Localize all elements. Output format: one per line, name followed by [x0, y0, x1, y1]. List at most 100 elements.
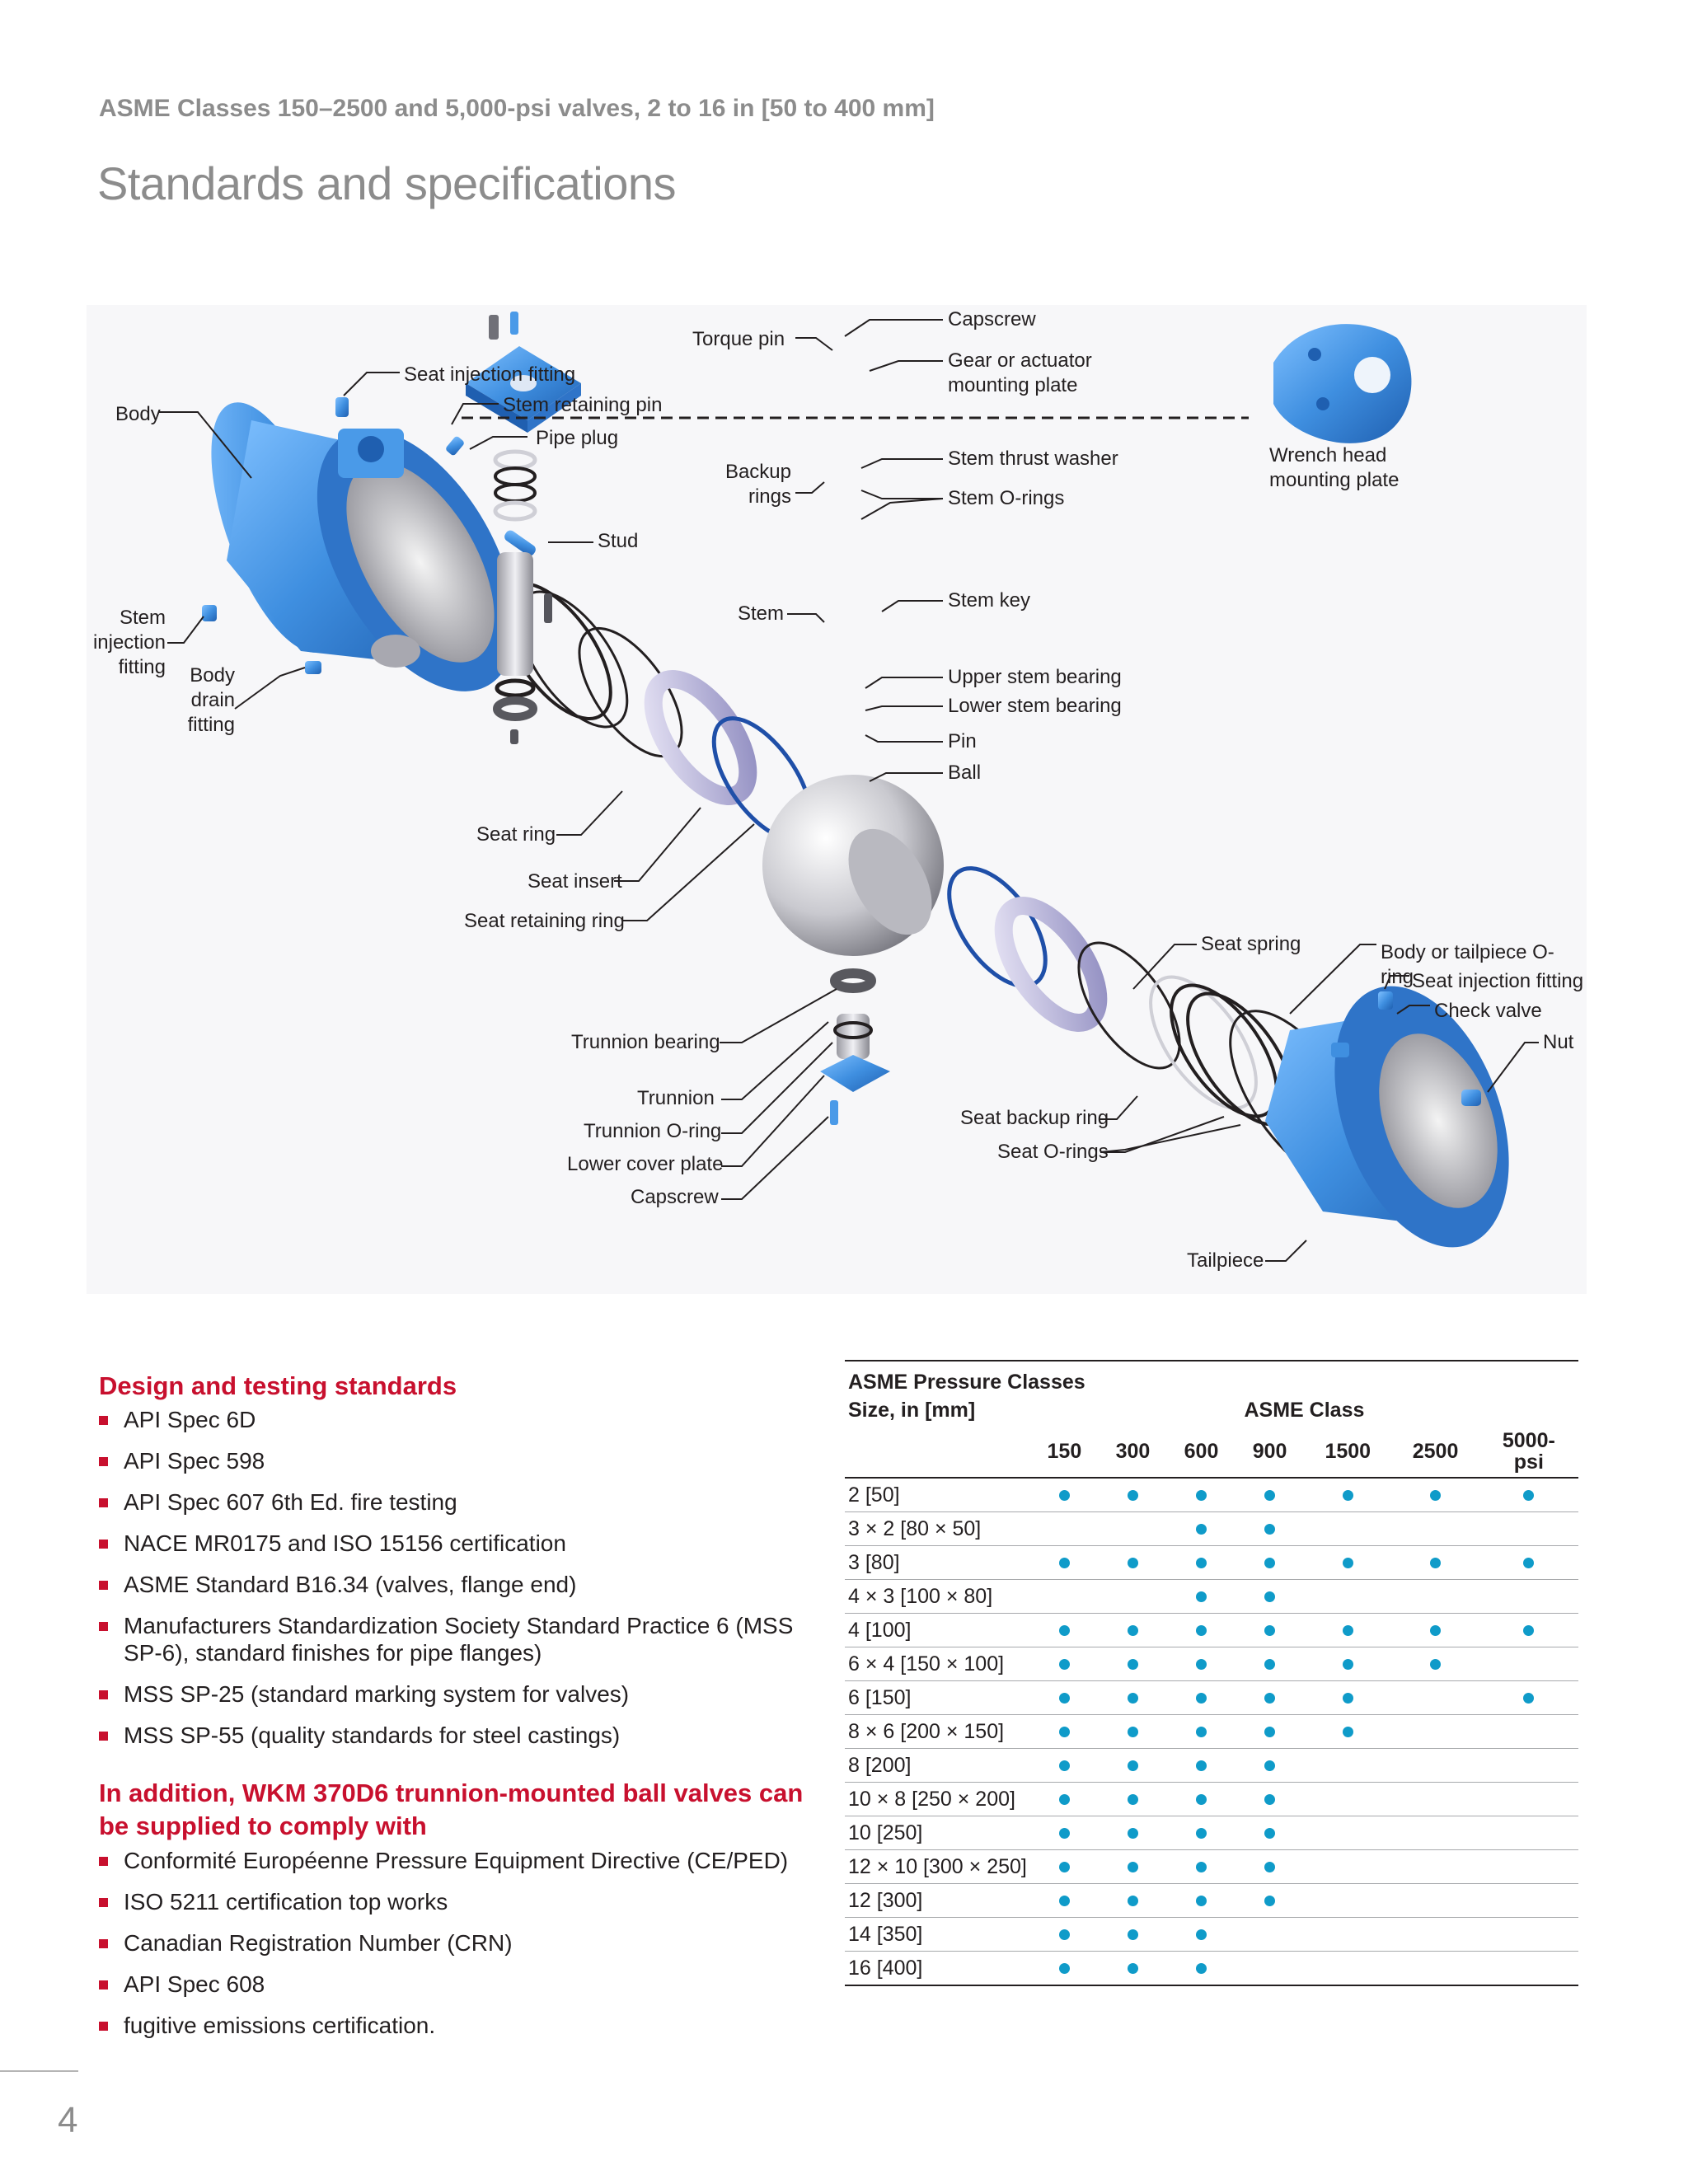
- available-dot-icon: [1342, 1659, 1353, 1671]
- wrench-head-plate: [1273, 324, 1412, 443]
- availability-cell: [1236, 1951, 1305, 1986]
- availability-cell: [1479, 1511, 1578, 1546]
- availability-cell: [1479, 1545, 1578, 1580]
- valve-body: [211, 402, 516, 691]
- label-ball: Ball: [948, 762, 982, 784]
- available-dot-icon: [1430, 1625, 1442, 1637]
- class-col-header: 900: [1252, 1440, 1287, 1463]
- label-check-valve: Check valve: [1434, 1000, 1542, 1022]
- available-dot-icon: [1058, 1625, 1070, 1637]
- availability-cell: [1479, 1816, 1578, 1850]
- availability-cell: [1304, 1714, 1392, 1749]
- available-dot-icon: [1058, 1693, 1070, 1704]
- available-dot-icon: [1264, 1693, 1276, 1704]
- available-dot-icon: [1127, 1929, 1138, 1941]
- availability-cell: [1098, 1816, 1167, 1850]
- available-dot-icon: [1058, 1760, 1070, 1772]
- available-dot-icon: [1196, 1727, 1207, 1738]
- availability-cell: [1098, 1782, 1167, 1816]
- available-dot-icon: [1058, 1828, 1070, 1840]
- availability-cell: [1166, 1951, 1236, 1986]
- available-dot-icon: [1430, 1490, 1442, 1502]
- size-cell: 10 [250]: [845, 1816, 1030, 1850]
- availability-cell: [1391, 1748, 1479, 1783]
- label-seat-orings: Seat O-rings: [997, 1141, 1109, 1163]
- availability-cell: [1391, 1579, 1479, 1614]
- bullet-square-icon: [99, 1581, 108, 1590]
- label-capscrew-bottom: Capscrew: [631, 1186, 719, 1208]
- available-dot-icon: [1058, 1727, 1070, 1738]
- available-dot-icon: [1196, 1963, 1207, 1975]
- label-stem-injection-fitting: Stem injection fitting: [92, 607, 166, 678]
- available-dot-icon: [1264, 1524, 1276, 1535]
- availability-cell: [1166, 1748, 1236, 1783]
- class-col-header: 2500: [1412, 1440, 1459, 1463]
- compliance-item-text: Canadian Registration Number (CRN): [124, 1930, 513, 1956]
- availability-cell: [1391, 1782, 1479, 1816]
- availability-cell: [1391, 1849, 1479, 1884]
- class-col-header: 600: [1184, 1440, 1219, 1463]
- class-header: ASME Class: [1244, 1398, 1365, 1422]
- available-dot-icon: [1523, 1558, 1535, 1569]
- design-standard-item: MSS SP-55 (quality standards for steel c…: [99, 1722, 824, 1749]
- availability-cell: [1166, 1545, 1236, 1580]
- available-dot-icon: [1058, 1659, 1070, 1671]
- availability-cell: [1029, 1883, 1099, 1918]
- availability-cell: [1098, 1883, 1167, 1918]
- available-dot-icon: [1127, 1794, 1138, 1806]
- label-lower-cover-plate: Lower cover plate: [567, 1153, 724, 1175]
- table-row: 8 × 6 [200 × 150]: [845, 1714, 1578, 1749]
- available-dot-icon: [1196, 1659, 1207, 1671]
- available-dot-icon: [1127, 1828, 1138, 1840]
- availability-cell: [1236, 1748, 1305, 1783]
- label-stem-orings: Stem O-rings: [948, 487, 1065, 509]
- nut-icon: [1461, 1090, 1481, 1106]
- available-dot-icon: [1264, 1896, 1276, 1907]
- size-cell: 8 [200]: [845, 1748, 1030, 1783]
- stem-assembly: [466, 312, 581, 744]
- availability-cell: [1304, 1579, 1392, 1614]
- availability-cell: [1029, 1714, 1099, 1749]
- availability-cell: [1391, 1478, 1479, 1512]
- available-dot-icon: [1264, 1490, 1276, 1502]
- class-col-header: 1500: [1325, 1440, 1372, 1463]
- label-body-tailpiece-oring: Body or tailpiece O-ring: [1381, 941, 1554, 988]
- availability-cell: [1304, 1478, 1392, 1512]
- bullet-square-icon: [99, 1857, 108, 1866]
- availability-cell: [1166, 1816, 1236, 1850]
- table-row: 4 × 3 [100 × 80]: [845, 1579, 1578, 1614]
- label-trunnion-oring: Trunnion O-ring: [584, 1120, 722, 1142]
- label-pipe-plug: Pipe plug: [536, 427, 619, 449]
- available-dot-icon: [1196, 1591, 1207, 1603]
- availability-cell: [1391, 1680, 1479, 1715]
- available-dot-icon: [1196, 1862, 1207, 1873]
- availability-cell: [1391, 1545, 1479, 1580]
- available-dot-icon: [1264, 1625, 1276, 1637]
- availability-cell: [1236, 1714, 1305, 1749]
- pressure-class-table: ASME Pressure Classes Size, in [mm] ASME…: [845, 1360, 1578, 1986]
- availability-cell: [1166, 1917, 1236, 1952]
- leader-lines: [159, 319, 1539, 1262]
- label-seat-insert: Seat insert: [528, 870, 622, 893]
- size-cell: 3 × 2 [80 × 50]: [845, 1511, 1030, 1546]
- available-dot-icon: [1058, 1862, 1070, 1873]
- label-stem-key: Stem key: [948, 589, 1031, 612]
- availability-cell: [1304, 1647, 1392, 1681]
- bullet-square-icon: [99, 1498, 108, 1507]
- bullet-square-icon: [99, 1416, 108, 1425]
- availability-cell: [1391, 1917, 1479, 1952]
- label-torque-pin: Torque pin: [692, 328, 785, 350]
- size-cell: 2 [50]: [845, 1478, 1030, 1512]
- trunnion-assembly: [820, 968, 890, 1125]
- availability-cell: [1236, 1511, 1305, 1546]
- compliance-item: Canadian Registration Number (CRN): [99, 1929, 824, 1957]
- bullet-square-icon: [99, 1939, 108, 1948]
- design-standard-item-text: NACE MR0175 and ISO 15156 certification: [124, 1530, 566, 1556]
- availability-cell: [1029, 1647, 1099, 1681]
- availability-cell: [1304, 1545, 1392, 1580]
- available-dot-icon: [1264, 1659, 1276, 1671]
- availability-cell: [1098, 1545, 1167, 1580]
- label-body: Body: [115, 403, 161, 425]
- design-standard-item-text: MSS SP-55 (quality standards for steel c…: [124, 1722, 621, 1748]
